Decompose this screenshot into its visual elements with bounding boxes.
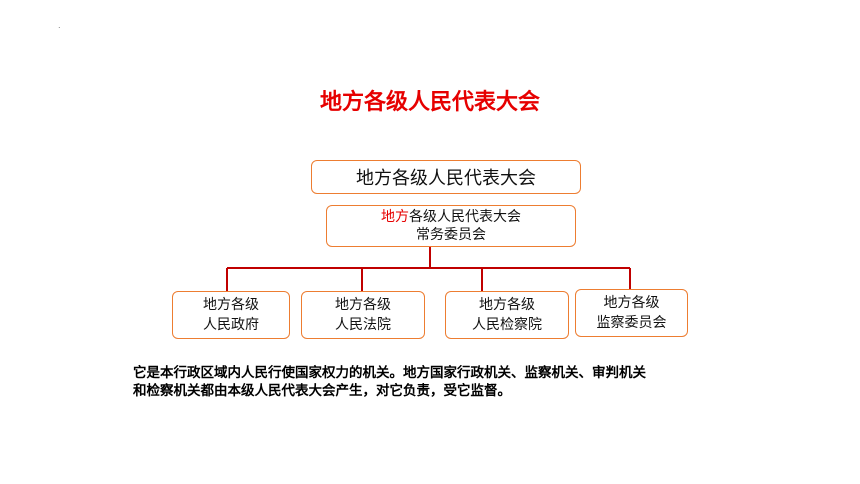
- node-label: 地方各级人民代表大会: [356, 168, 536, 189]
- node-local-peoples-congress: 地方各级人民代表大会: [311, 160, 581, 194]
- node-label-line1: 地方各级: [203, 297, 259, 313]
- description-line2: 和检察机关都由本级人民代表大会产生，对它负责，受它监督。: [133, 383, 511, 399]
- highlight-text: 地方: [381, 209, 409, 225]
- node-label-line1: 地方各级: [603, 295, 660, 311]
- node-label-line2: 常务委员会: [416, 227, 486, 243]
- node-label-line2: 人民法院: [335, 317, 391, 333]
- node-standing-committee: 地方各级人民代表大会 常务委员会: [326, 205, 576, 247]
- node-label-line1: 地方各级: [479, 297, 535, 313]
- node-label-line1: 地方各级人民代表大会: [381, 208, 521, 226]
- node-label-line2: 监察委员会: [596, 315, 667, 331]
- node-peoples-court: 地方各级 人民法院: [301, 291, 425, 339]
- slide-marker-dot: .: [58, 21, 61, 30]
- description-text: 它是本行政区域内人民行使国家权力的机关。地方国家行政机关、监察机关、审判机关 和…: [133, 364, 773, 400]
- node-label-line2: 人民政府: [203, 317, 259, 333]
- node-peoples-procuratorate: 地方各级 人民检察院: [445, 291, 569, 339]
- label-text: 各级人民代表大会: [409, 209, 521, 225]
- page-title: 地方各级人民代表大会: [319, 90, 540, 115]
- node-label-line1: 地方各级: [335, 297, 391, 313]
- node-peoples-government: 地方各级 人民政府: [172, 291, 290, 339]
- node-label-line2: 人民检察院: [472, 317, 542, 333]
- node-supervisory-commission: 地方各级 监察委员会: [575, 289, 688, 337]
- description-line1: 它是本行政区域内人民行使国家权力的机关。地方国家行政机关、监察机关、审判机关: [133, 365, 646, 381]
